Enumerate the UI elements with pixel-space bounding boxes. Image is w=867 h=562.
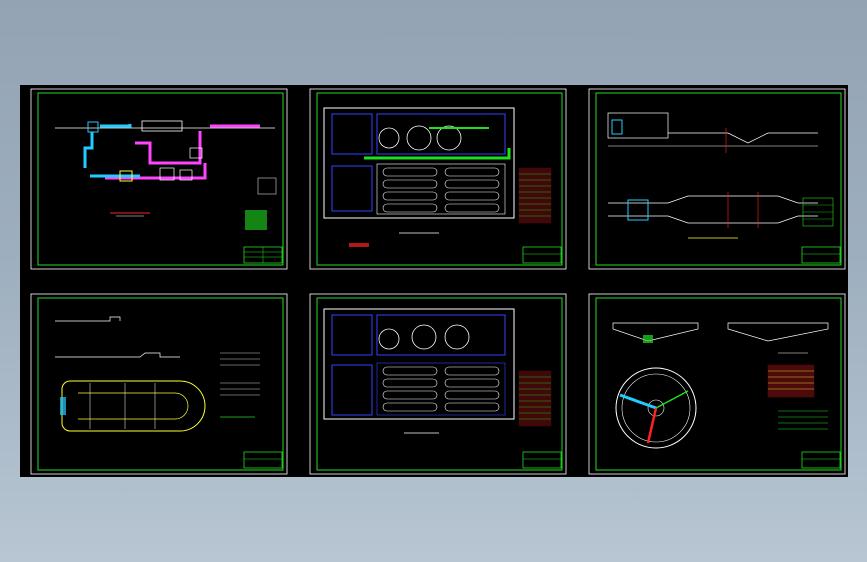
drawing-sheet-channel-section[interactable] — [588, 88, 846, 270]
clarifier-drawing — [588, 293, 846, 475]
drawing-sheet-clarifier[interactable] — [588, 293, 846, 475]
oxidation-ditch-drawing — [30, 293, 288, 475]
process-flow-drawing — [30, 88, 288, 270]
site-plan-alt-drawing — [309, 293, 567, 475]
channel-section-drawing — [588, 88, 846, 270]
drawing-sheet-oxidation-ditch[interactable] — [30, 293, 288, 475]
drawing-sheet-process-flow[interactable] — [30, 88, 288, 270]
drawing-sheet-site-plan-alt[interactable] — [309, 293, 567, 475]
drawing-sheet-site-plan[interactable] — [309, 88, 567, 270]
cad-model-space[interactable] — [20, 85, 848, 477]
site-plan-drawing — [309, 88, 567, 270]
